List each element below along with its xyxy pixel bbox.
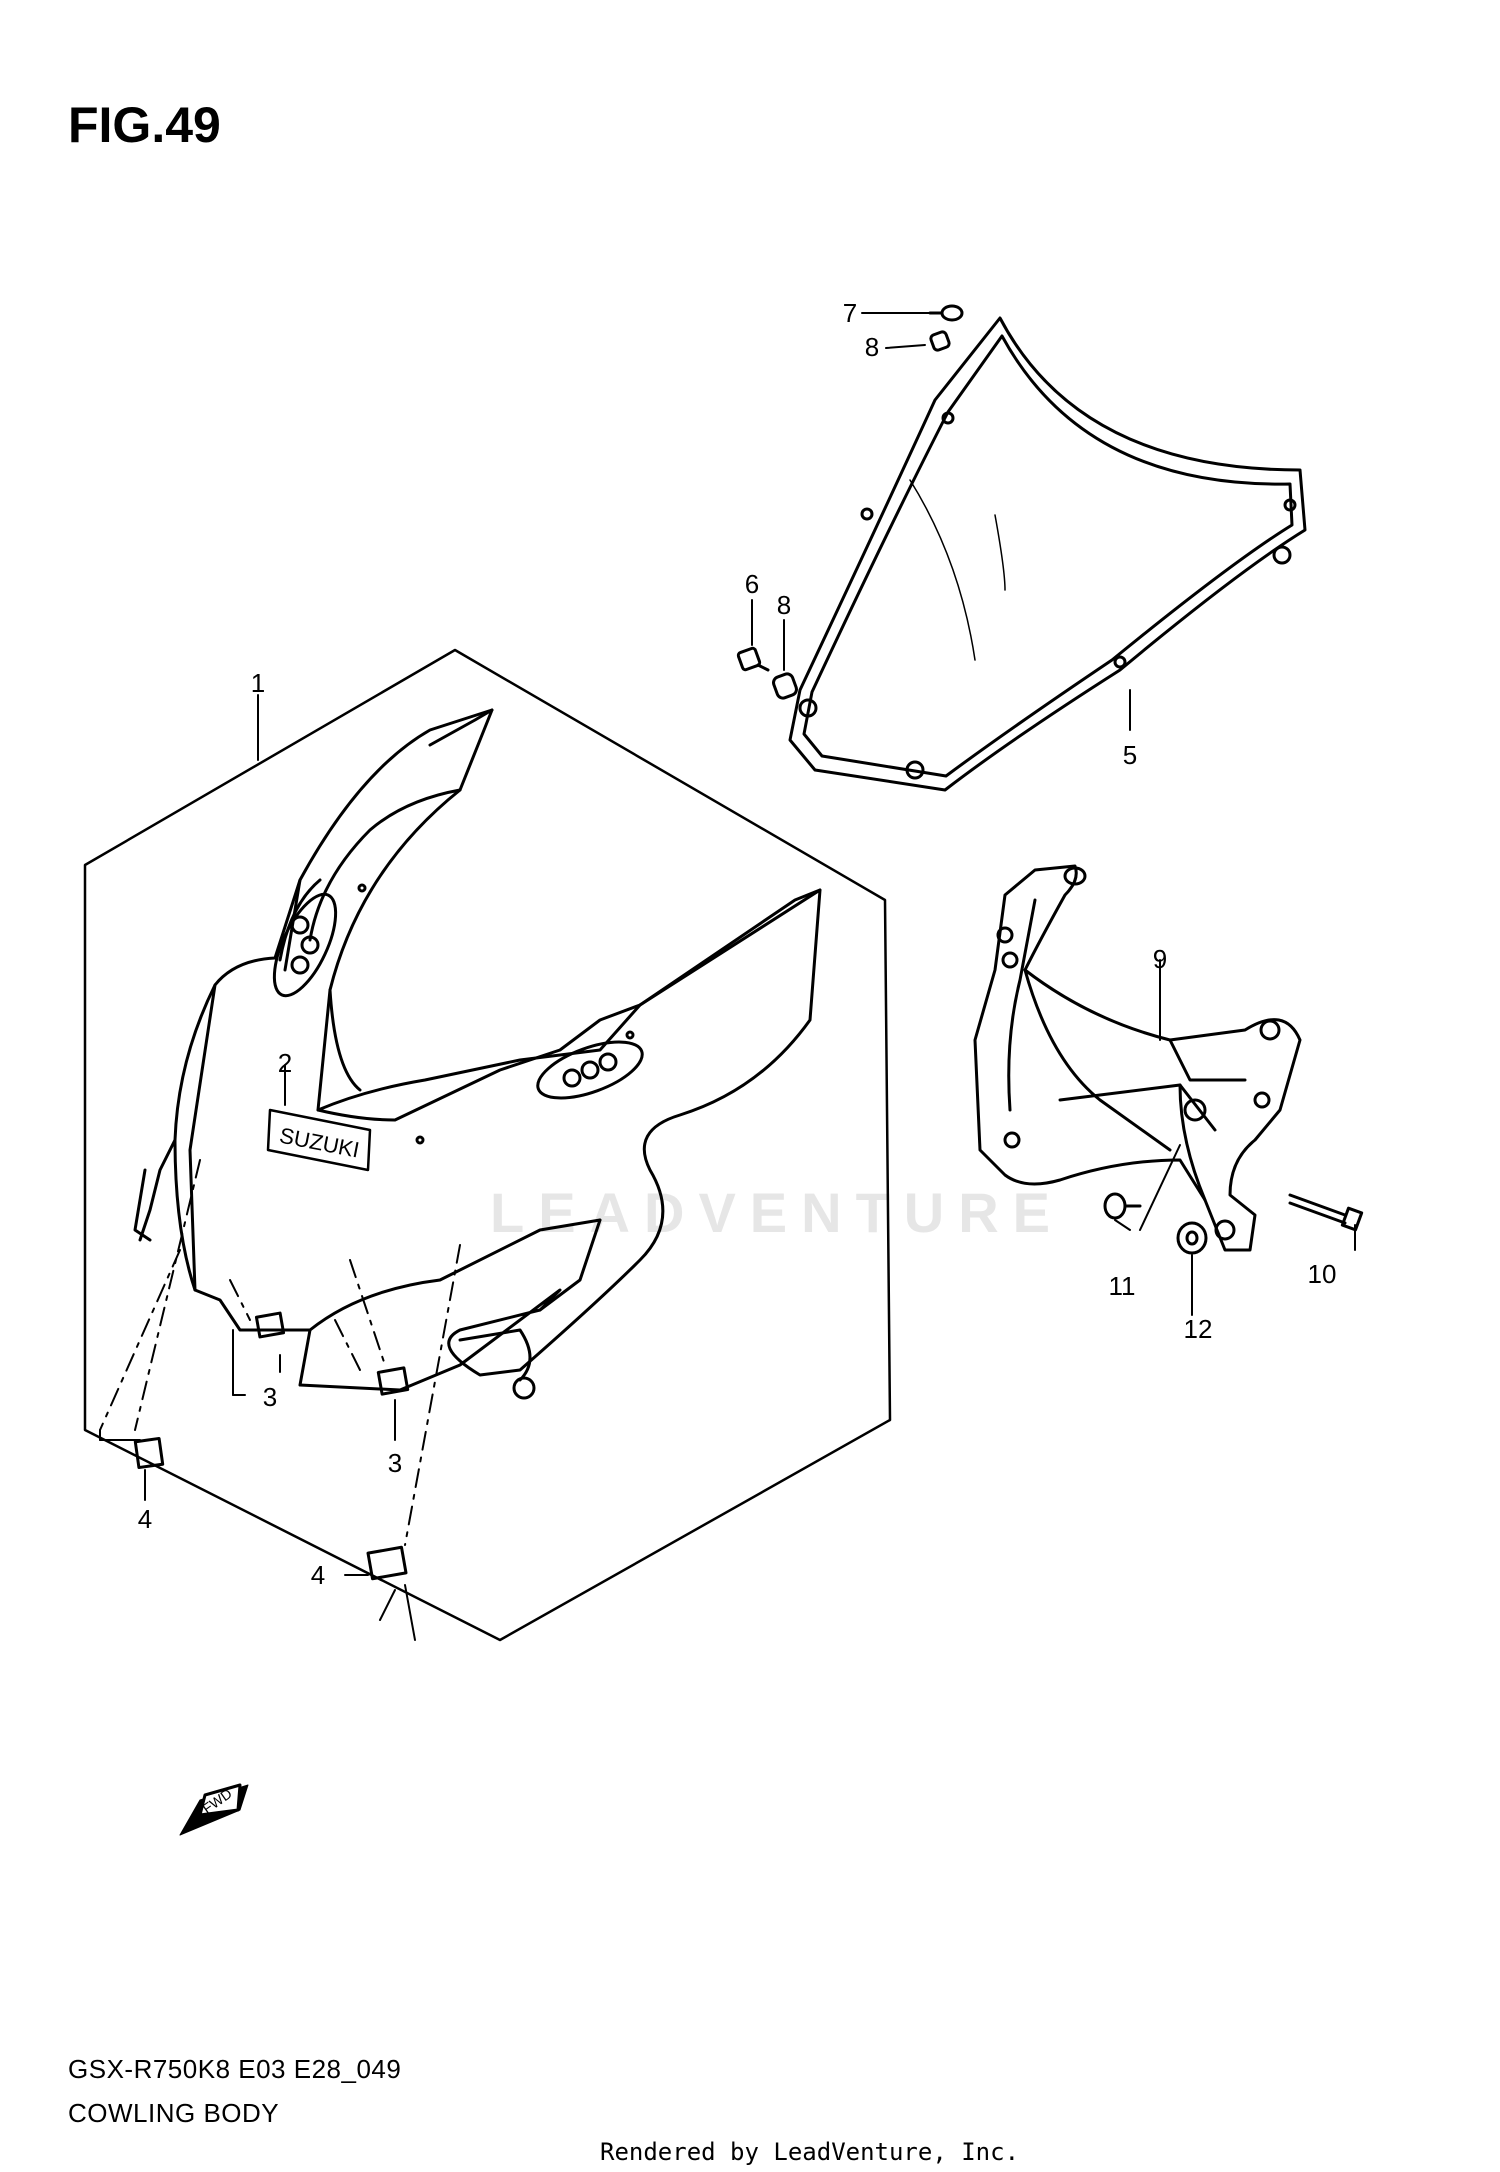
render-credit: Rendered by LeadVenture, Inc.	[600, 2138, 1020, 2166]
cushion-3-left	[254, 1311, 286, 1339]
leader-dashes	[99, 1159, 461, 1546]
svg-text:SUZUKI: SUZUKI	[277, 1123, 361, 1163]
callout-4-bottom: 4	[311, 1560, 325, 1590]
callout-1: 1	[251, 668, 265, 698]
callout-8-left: 8	[777, 590, 791, 620]
nut-8-left	[772, 672, 798, 700]
suzuki-emblem: SUZUKI	[266, 1108, 372, 1172]
callout-11: 11	[1109, 1271, 1136, 1301]
callout-6: 6	[745, 569, 759, 599]
leader-lines	[99, 694, 416, 1641]
figure-title: FIG.49	[68, 97, 221, 153]
callout-3-right: 3	[388, 1448, 402, 1478]
cowling-assembly-outline	[83, 648, 892, 1642]
callout-5: 5	[1123, 740, 1137, 770]
callout-10: 10	[1308, 1259, 1337, 1289]
callout-7: 7	[843, 298, 857, 328]
callout-4-left: 4	[138, 1504, 152, 1534]
clamp-nut-11	[1103, 1192, 1142, 1220]
bolt-10	[1288, 1193, 1364, 1232]
section-name: COWLING BODY	[68, 2098, 280, 2128]
callout-12: 12	[1184, 1314, 1213, 1344]
callout-3-left: 3	[263, 1382, 277, 1412]
forward-arrow-icon: FWD	[179, 1783, 249, 1836]
screw-6	[736, 646, 770, 672]
cushion-3-right	[376, 1366, 410, 1396]
callout-8-top: 8	[865, 332, 879, 362]
cowling-brace	[973, 864, 1302, 1252]
watermark-logo-text: LEADVENTURE	[490, 1181, 1065, 1244]
callout-2: 2	[278, 1048, 292, 1078]
callout-9: 9	[1153, 944, 1167, 974]
windscreen	[788, 316, 1307, 792]
model-code: GSX-R750K8 E03 E28_049	[68, 2054, 402, 2084]
cushion-4-left	[133, 1436, 165, 1470]
callout-labels: 1 2 3 3 4 4 5 6 7 8 8 9 10 11 12	[138, 298, 1337, 1590]
cushion-12	[1176, 1221, 1208, 1255]
upper-cowling	[133, 708, 822, 1400]
cushion-4-bottom	[366, 1545, 408, 1581]
nut-8-top	[929, 330, 951, 352]
